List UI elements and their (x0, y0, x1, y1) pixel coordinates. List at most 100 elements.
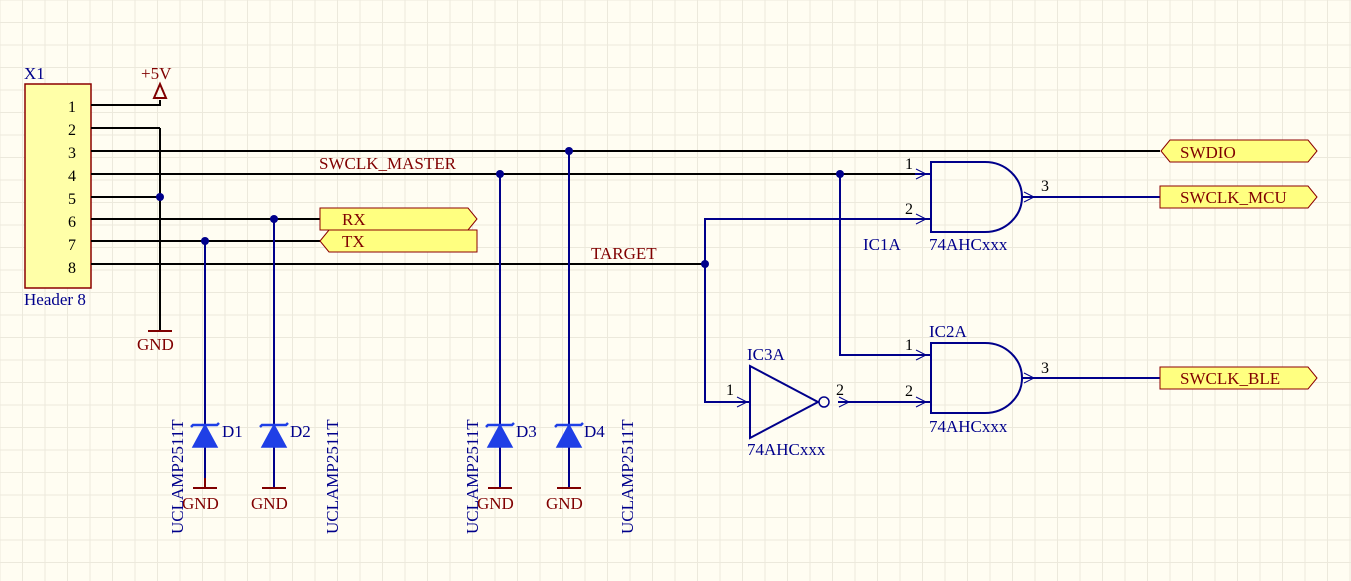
gnd-label: GND (546, 494, 583, 513)
port-swclk-mcu[interactable]: SWCLK_MCU (1159, 185, 1318, 209)
vcc-label: +5V (141, 64, 172, 83)
header-body (24, 83, 92, 289)
input-arrow-icon (915, 396, 928, 408)
gate-part: 74AHCxxx (929, 235, 1008, 254)
gnd-symbol-d2[interactable]: GND (251, 487, 288, 513)
diode-cathode-bar (190, 422, 220, 428)
gate-pin-in: 1 (726, 382, 734, 399)
input-arrow-icon (915, 349, 928, 361)
port-swclk-ble[interactable]: SWCLK_BLE (1159, 366, 1318, 390)
diode-part: UCLAMP2511T (323, 419, 342, 534)
gnd-symbol-d1[interactable]: GND (182, 478, 219, 513)
tvs-diode-icon (191, 423, 219, 448)
port-tx[interactable]: TX (319, 229, 478, 253)
output-arrow-icon (1023, 372, 1036, 384)
diode-part: UCLAMP2511T (463, 419, 482, 534)
wire-master-ic2a (839, 174, 915, 356)
port-swclk-mcu-label: SWCLK_MCU (1180, 188, 1287, 207)
header-pin-3: 3 (68, 145, 76, 162)
diode-d3[interactable]: D3 UCLAMP2511T (463, 419, 537, 534)
diode-d2[interactable]: D2 UCLAMP2511T (259, 419, 342, 534)
port-swclk-ble-label: SWCLK_BLE (1180, 369, 1280, 388)
port-rx-label: RX (342, 210, 366, 229)
header-value: Header 8 (24, 290, 86, 309)
junction (565, 147, 573, 155)
gate-designator: IC3A (747, 345, 786, 364)
diode-part: UCLAMP2511T (168, 419, 187, 534)
wires (91, 100, 1160, 488)
gate-pin-out: 3 (1041, 360, 1049, 377)
junction (836, 170, 844, 178)
gate-designator: IC1A (863, 235, 902, 254)
output-arrow-icon (838, 396, 851, 408)
header-pin-2: 2 (68, 122, 76, 139)
gate-ic2a[interactable]: 1 2 3 IC2A 74AHCxxx (905, 322, 1049, 436)
tvs-diode-icon (260, 423, 288, 448)
and-gate-icon (930, 342, 1023, 414)
gate-part: 74AHCxxx (747, 440, 826, 459)
port-tx-label: TX (342, 232, 365, 251)
tvs-diode-icon (555, 423, 583, 448)
inversion-bubble (818, 396, 830, 408)
diode-designator: D1 (222, 422, 243, 441)
port-swdio-label: SWDIO (1180, 143, 1236, 162)
port-swdio[interactable]: SWDIO (1160, 139, 1318, 163)
diode-cathode-bar (554, 422, 584, 428)
diode-d4[interactable]: D4 UCLAMP2511T (554, 419, 637, 534)
gnd-symbol-main[interactable]: GND (137, 330, 174, 354)
gate-pin-in2: 2 (905, 201, 913, 218)
header-pin-5: 5 (68, 191, 76, 208)
port-swclk-ble-shape (1159, 366, 1318, 390)
header-designator: X1 (24, 64, 45, 83)
gnd-symbol-d3[interactable]: GND (477, 487, 514, 513)
gnd-label: GND (477, 494, 514, 513)
header-pin-6: 6 (68, 214, 76, 231)
gate-pin-in1: 1 (905, 156, 913, 173)
port-rx-shape (319, 207, 478, 231)
port-tx-shape (319, 229, 478, 253)
gate-ic1a[interactable]: 1 2 3 IC1A 74AHCxxx (863, 156, 1049, 254)
gnd-label: GND (182, 494, 219, 513)
diode-cathode-bar (259, 422, 289, 428)
gate-part: 74AHCxxx (929, 417, 1008, 436)
gate-designator: IC2A (929, 322, 968, 341)
wire-pin1-vcc (91, 100, 161, 106)
diode-d1[interactable]: D1 UCLAMP2511T (168, 419, 243, 534)
junction (496, 170, 504, 178)
diode-part: UCLAMP2511T (618, 419, 637, 534)
net-label-swclk-master: SWCLK_MASTER (319, 154, 457, 173)
junction (701, 260, 709, 268)
output-arrow-icon (1023, 191, 1036, 203)
tvs-diode-icon (486, 423, 514, 448)
gate-pin-out: 3 (1041, 178, 1049, 195)
diode-designator: D3 (516, 422, 537, 441)
gate-pin-in1: 1 (905, 337, 913, 354)
input-arrow-icon (915, 168, 928, 180)
vcc-symbol[interactable]: +5V (141, 64, 172, 99)
header-x1[interactable]: X1 Header 8 1 2 3 4 5 6 7 8 (24, 64, 92, 309)
junction (201, 237, 209, 245)
input-arrow-icon (736, 396, 749, 408)
gate-ic3a[interactable]: 1 2 IC3A 74AHCxxx (726, 345, 851, 459)
diode-cathode-bar (485, 422, 515, 428)
gnd-label: GND (251, 494, 288, 513)
gate-pin-out: 2 (836, 382, 844, 399)
header-pin-8: 8 (68, 260, 76, 277)
junction (270, 215, 278, 223)
input-arrow-icon (915, 213, 928, 225)
diode-designator: D2 (290, 422, 311, 441)
port-swdio-shape (1160, 139, 1318, 163)
diode-designator: D4 (584, 422, 605, 441)
gate-pin-in2: 2 (905, 383, 913, 400)
net-label-target: TARGET (591, 244, 657, 263)
header-pin-4: 4 (68, 168, 76, 185)
junction (156, 193, 164, 201)
port-rx[interactable]: RX (319, 207, 478, 231)
gnd-symbol-d4[interactable]: GND (546, 487, 583, 513)
header-pin-1: 1 (68, 99, 76, 116)
wire-target-ic3a (704, 264, 738, 403)
gnd-label: GND (137, 335, 174, 354)
wire-target-ic1a (704, 218, 915, 264)
